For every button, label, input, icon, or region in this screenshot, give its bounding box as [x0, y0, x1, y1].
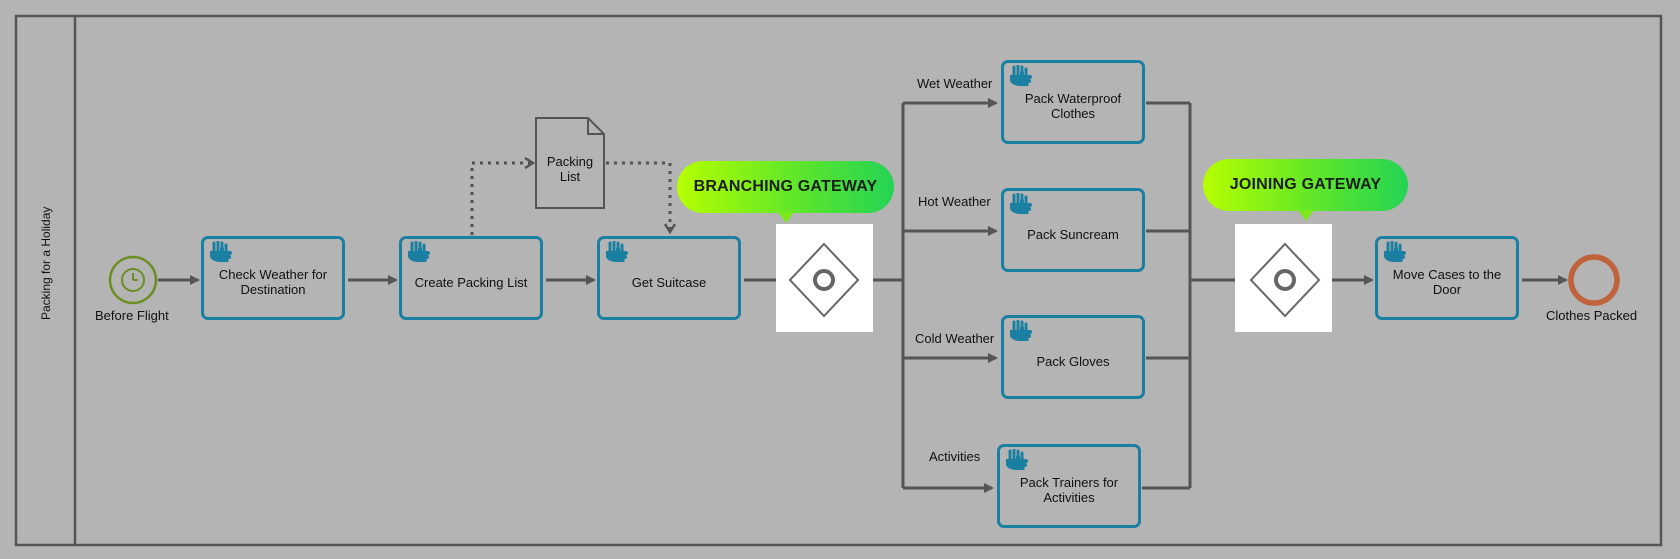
task-pack-suncream[interactable]: Pack Suncream [1001, 188, 1145, 272]
task-check-weather[interactable]: Check Weather for Destination [201, 236, 345, 320]
hand-icon [1384, 241, 1406, 262]
task-label: Pack Suncream [1027, 226, 1119, 242]
joining-gateway[interactable] [1235, 224, 1332, 332]
task-label: Pack Gloves [1036, 353, 1110, 369]
end-event-label: Clothes Packed [1546, 308, 1638, 323]
task-move-cases[interactable]: Move Cases to the Door [1375, 236, 1519, 320]
start-event-label: Before Flight [95, 308, 169, 323]
hand-icon [210, 241, 232, 262]
branching-gateway[interactable] [776, 224, 873, 332]
hand-icon [408, 241, 430, 262]
joining-gateway-callout: JOINING GATEWAY [1203, 159, 1408, 221]
branching-gateway-callout: BRANCHING GATEWAY [677, 161, 894, 223]
branch-label-cold: Cold Weather [915, 331, 995, 346]
pool-title: Packing for a Holiday [39, 206, 53, 320]
data-object-label: Packing List [546, 154, 594, 184]
hand-icon [606, 241, 628, 262]
pool-border [14, 14, 1663, 547]
association-list-to-suitcase [606, 161, 670, 232]
branch-label-wet: Wet Weather [917, 76, 993, 91]
association-create-to-list [470, 163, 533, 235]
task-label: Pack Trainers for Activities [1019, 475, 1119, 505]
task-label: Create Packing List [414, 274, 528, 290]
task-pack-waterproof[interactable]: Pack Waterproof Clothes [1001, 60, 1145, 144]
hand-icon [1010, 320, 1032, 341]
gateway-diamond-icon [788, 242, 860, 318]
task-label: Check Weather for Destination [218, 267, 328, 297]
task-create-packing-list[interactable]: Create Packing List [399, 236, 543, 320]
task-pack-trainers[interactable]: Pack Trainers for Activities [997, 444, 1141, 528]
start-event[interactable] [108, 255, 158, 305]
task-label: Get Suitcase [631, 274, 707, 290]
hand-icon [1010, 193, 1032, 214]
gateway-diamond-icon [1249, 242, 1321, 318]
hand-icon [1010, 65, 1032, 86]
task-label: Pack Waterproof Clothes [1024, 91, 1122, 121]
branch-label-activities: Activities [929, 449, 981, 464]
data-object-icon [535, 117, 605, 209]
task-label: Move Cases to the Door [1392, 267, 1502, 297]
task-get-suitcase[interactable]: Get Suitcase [597, 236, 741, 320]
end-event[interactable] [1568, 254, 1620, 306]
task-pack-gloves[interactable]: Pack Gloves [1001, 315, 1145, 399]
hand-icon [1006, 449, 1028, 470]
branch-label-hot: Hot Weather [918, 194, 991, 209]
